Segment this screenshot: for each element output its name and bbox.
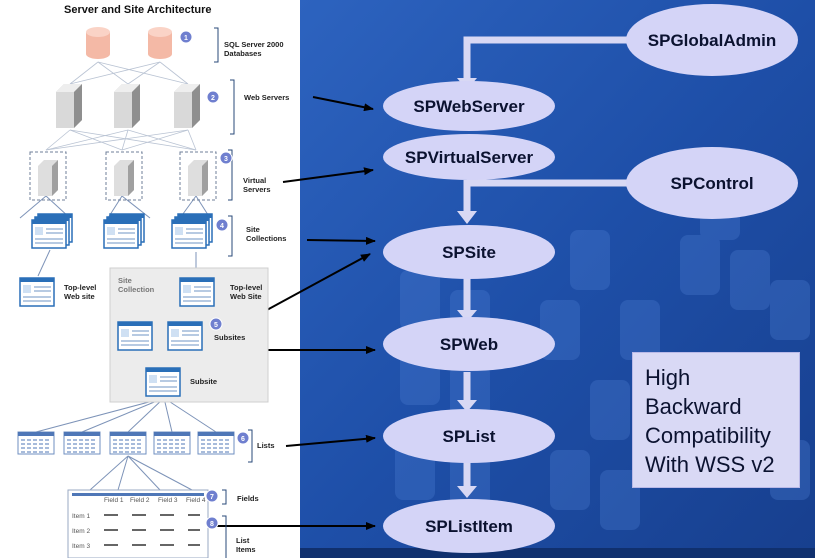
spsite-label: SPSite — [442, 243, 496, 262]
blue-background — [300, 0, 815, 558]
architecture-title: Server and Site Architecture — [64, 4, 212, 16]
svg-text:8: 8 — [210, 521, 214, 528]
svg-text:Field 1: Field 1 — [104, 497, 124, 504]
svg-text:6: 6 — [241, 436, 245, 443]
svg-text:Item 2: Item 2 — [72, 528, 90, 535]
svg-text:Field 2: Field 2 — [130, 497, 150, 504]
spweb-label: SPWeb — [440, 335, 498, 354]
ellipse-spcontrol — [626, 147, 798, 219]
architecture-diagram: Server and Site Architecture — [17, 4, 269, 558]
ellipse-spglobaladmin — [626, 4, 798, 76]
subsite-label: Subsite — [190, 377, 218, 386]
virtual-server-icon — [29, 151, 67, 201]
site-collections-label: Site Collections — [246, 225, 287, 243]
databases-label: SQL Server 2000 Databases — [224, 40, 284, 58]
virtual-servers-label: Virtual Servers — [243, 176, 271, 194]
backward-compatibility-note: High Backward Compatibility With WSS v2 — [632, 352, 800, 488]
ellipse-spsite — [383, 225, 555, 279]
splistitem-label: SPListItem — [425, 517, 513, 536]
ellipse-spwebserver — [383, 81, 555, 131]
svg-text:4: 4 — [220, 223, 224, 230]
web-server-icon — [174, 84, 200, 128]
top-level-site-icon — [179, 277, 215, 307]
site-collection-icon — [104, 214, 144, 248]
brackets — [214, 27, 253, 558]
splist-label: SPList — [443, 427, 496, 446]
virtual-server-icon — [105, 151, 143, 201]
site-collection-label: Site Collection — [118, 276, 155, 294]
ellipse-splistitem — [383, 499, 555, 553]
list-icon — [109, 431, 147, 455]
svg-text:3: 3 — [224, 156, 228, 163]
svg-text:Item 1: Item 1 — [72, 513, 90, 520]
site-collection-icon — [172, 214, 212, 248]
ellipse-spweb — [383, 317, 555, 371]
network-lines — [45, 61, 197, 151]
svg-text:1: 1 — [184, 35, 188, 42]
svg-text:5: 5 — [214, 322, 218, 329]
subsites-label: Subsites — [214, 333, 246, 342]
fields-table — [67, 489, 209, 558]
callout-numbers: 1 2 3 4 5 6 7 8 — [184, 35, 245, 528]
svg-text:2: 2 — [211, 95, 215, 102]
database-icon — [86, 27, 110, 59]
svg-text:7: 7 — [210, 494, 214, 501]
fields-label: Fields — [237, 494, 259, 503]
ellipse-splist — [383, 409, 555, 463]
top-level-site-icon — [19, 277, 55, 307]
spglobaladmin-label: SPGlobalAdmin — [648, 31, 776, 50]
virtual-server-icon — [179, 151, 217, 201]
svg-text:Item 3: Item 3 — [72, 543, 90, 550]
lists-label: Lists — [257, 441, 275, 450]
web-server-icon — [114, 84, 140, 128]
top-level-site-left-label: Top-level Web site — [64, 283, 97, 301]
item-cells — [104, 514, 200, 546]
spvirtualserver-label: SPVirtualServer — [405, 148, 534, 167]
svg-text:Field 4: Field 4 — [186, 497, 206, 504]
spwebserver-label: SPWebServer — [413, 97, 525, 116]
subsite-icon — [167, 321, 203, 351]
hierarchy-connectors — [463, 36, 628, 488]
site-collection-icon — [32, 214, 72, 248]
spcontrol-label: SPControl — [670, 174, 753, 193]
list-icon — [197, 431, 235, 455]
top-level-site-right-label: Top-level Web Site — [230, 283, 263, 301]
list-icon — [17, 431, 55, 455]
background-tiles — [395, 190, 810, 530]
field-headers: Field 1 Field 2 Field 3 Field 4 — [104, 497, 206, 504]
web-server-icon — [56, 84, 82, 128]
subsite-icon — [145, 367, 181, 397]
item-rows: Item 1 Item 2 Item 3 — [72, 513, 90, 550]
svg-text:Field 3: Field 3 — [158, 497, 178, 504]
database-icon — [148, 27, 172, 59]
ellipse-spvirtualserver — [383, 134, 555, 180]
subsite-icon — [117, 321, 153, 351]
list-icon — [153, 431, 191, 455]
list-items-label: List Items — [236, 536, 256, 554]
list-icon — [63, 431, 101, 455]
web-servers-label: Web Servers — [244, 93, 290, 102]
